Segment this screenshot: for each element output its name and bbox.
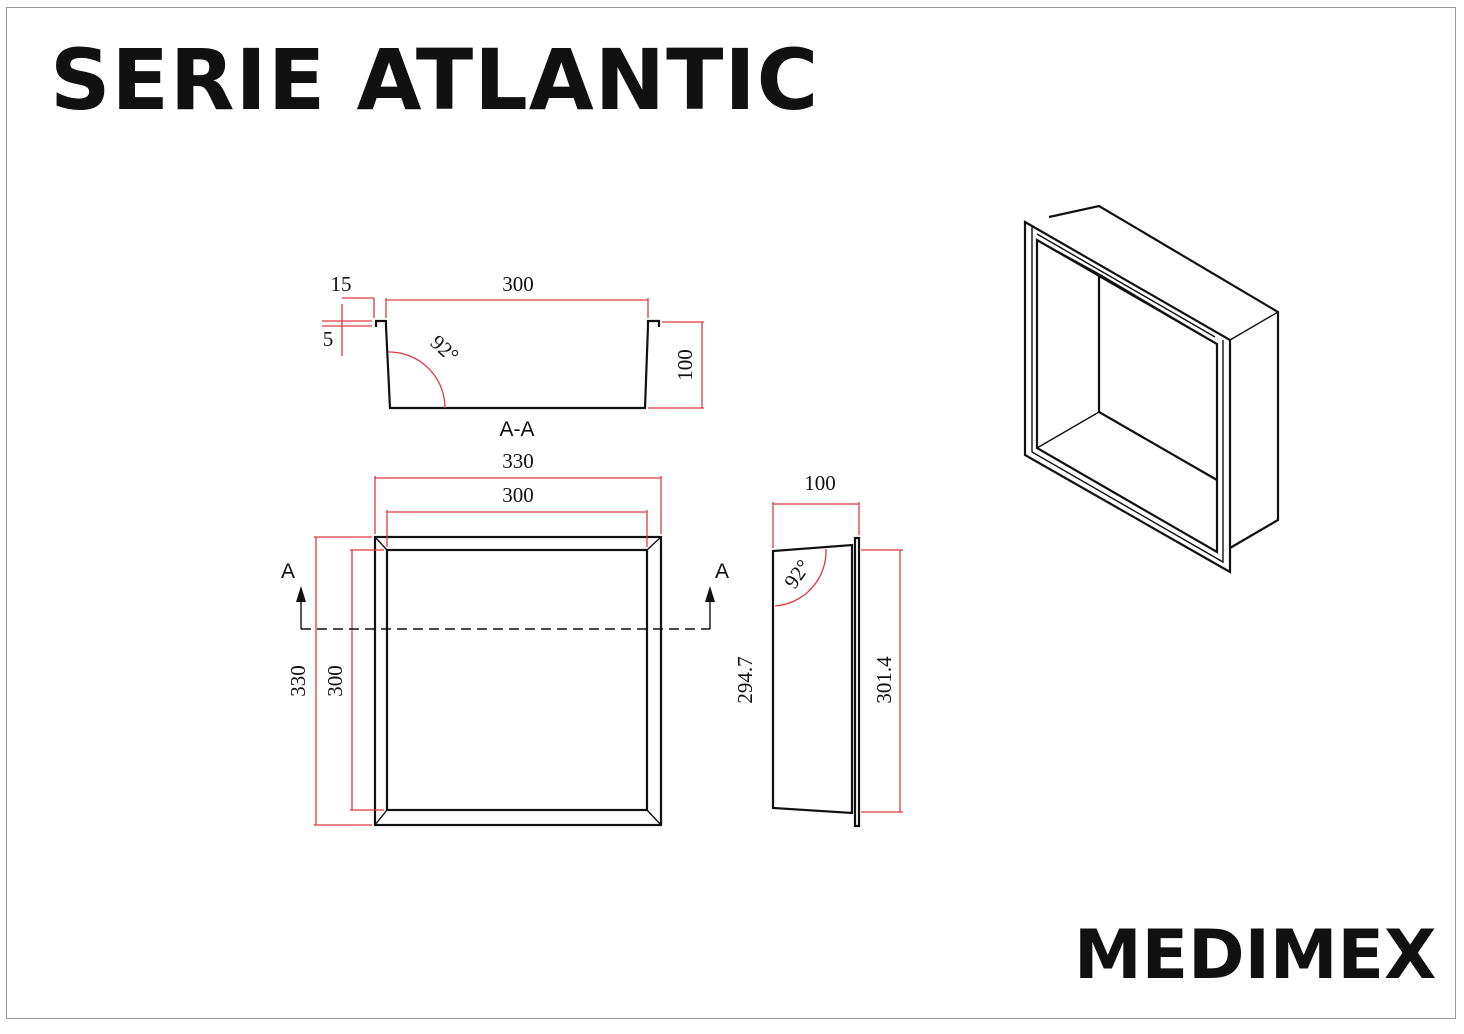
- iso-inner-edge: [1036, 411, 1100, 449]
- cut-marker-left: A: [281, 560, 295, 583]
- front-outer-frame: [373, 535, 663, 827]
- iso-frame-outer: [1023, 220, 1232, 574]
- iso-frame-edge: [1031, 226, 1224, 564]
- side-angle-arc: [774, 548, 827, 607]
- section-label: A-A: [499, 418, 534, 441]
- front-dim-inner-width: 300: [502, 483, 534, 507]
- section-angle-label: 92°: [426, 330, 464, 368]
- section-dim-300: 300: [502, 272, 534, 296]
- side-dim-depth: 100: [804, 471, 836, 495]
- section-angle-arc: [387, 351, 446, 409]
- section-dim-15: 15: [331, 272, 352, 296]
- front-inner-opening: [385, 548, 649, 812]
- side-angle-label: 92°: [779, 555, 816, 593]
- isometric-view: [1023, 204, 1280, 574]
- front-dim-inner-height: 300: [323, 665, 347, 697]
- front-corner-line: [646, 536, 662, 551]
- section-profile: [374, 319, 661, 410]
- section-view: 15 300 5 100 92° A-A: [322, 272, 704, 441]
- iso-inner-edge: [1098, 273, 1218, 345]
- iso-frame-inner-top: [1036, 233, 1216, 338]
- iso-opening: [1035, 238, 1219, 554]
- section-dim-100: 100: [673, 349, 697, 381]
- cut-arrow-right-icon: [705, 586, 715, 602]
- side-dim-back-height: 294.7: [733, 656, 757, 703]
- iso-box-outline: [1048, 204, 1280, 549]
- front-dim-outer-height: 330: [286, 665, 310, 697]
- side-view: 100 294.7 301.4 92°: [733, 471, 903, 828]
- front-corner-line: [646, 809, 662, 826]
- front-view: A A 330 300 330 300: [281, 449, 729, 827]
- page-title: SERIE ATLANTIC: [50, 31, 820, 129]
- cut-marker-right: A: [715, 560, 729, 583]
- front-corner-line: [374, 536, 388, 551]
- drawing-frame: [6, 7, 1456, 1019]
- iso-inner-back: [1097, 274, 1218, 481]
- side-front-flange: [853, 536, 861, 828]
- side-dim-front-height: 301.4: [872, 656, 896, 704]
- iso-box-edge: [1229, 311, 1279, 341]
- front-dim-outer-width: 330: [502, 449, 534, 473]
- side-body: [771, 543, 854, 815]
- cut-arrow-left-icon: [296, 586, 306, 602]
- section-dim-5: 5: [323, 327, 334, 351]
- iso-inner-edge: [1036, 239, 1100, 275]
- front-corner-line: [374, 809, 388, 826]
- brand-logo-text: MEDIMEX: [1074, 916, 1437, 995]
